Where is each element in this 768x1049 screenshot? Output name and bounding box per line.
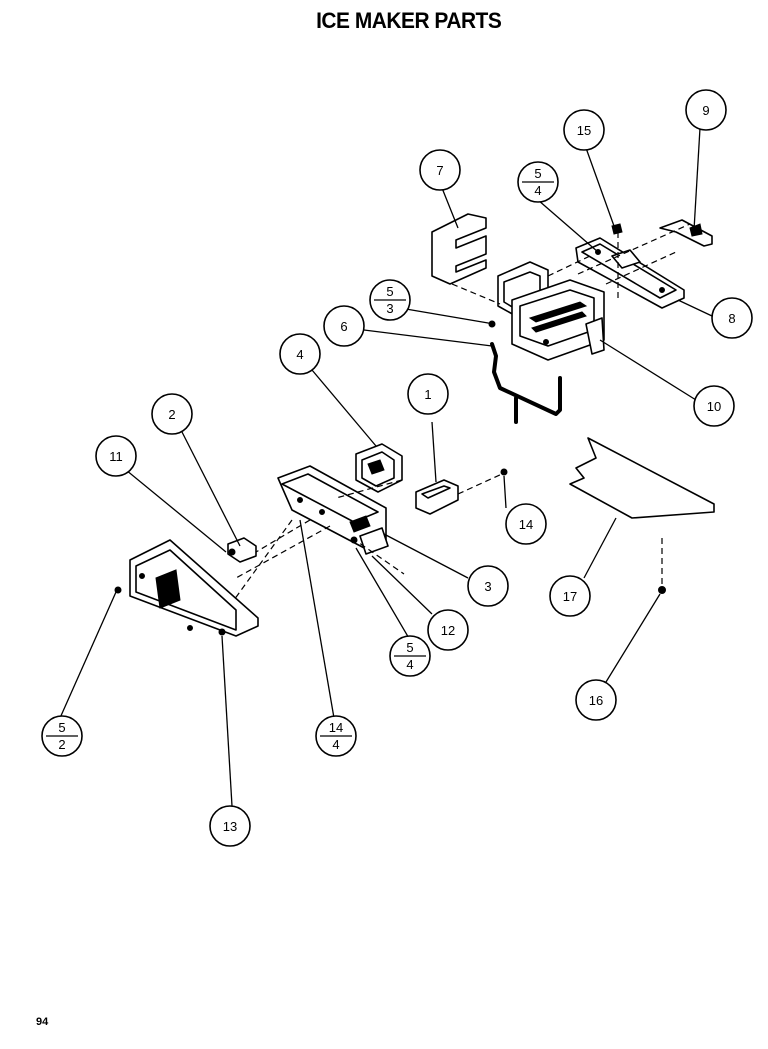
callout-5-over-4-top: 5 4 [517,161,559,203]
callout-label: 14 [519,517,533,532]
callout-5-over-3: 5 3 [369,279,411,321]
callout-3: 3 [467,565,509,607]
callout-13: 13 [209,805,251,847]
fraction-bottom: 3 [386,301,393,316]
fraction-top: 5 [386,284,393,299]
callout-5-over-4-middle: 5 4 [389,635,431,677]
callout-17: 17 [549,575,591,617]
callout-12: 12 [427,609,469,651]
fraction-top: 14 [329,720,343,735]
callout-label: 9 [702,103,709,118]
callout-9: 9 [685,89,727,131]
callout-2: 2 [151,393,193,435]
callout-label: 12 [441,623,455,638]
callout-label: 7 [436,163,443,178]
callout-14-over-4: 14 4 [315,715,357,757]
callout-label: 2 [168,407,175,422]
callout-16: 16 [575,679,617,721]
part-13-housing [129,539,259,637]
part-9-bracket [659,219,713,247]
callout-label: 6 [340,319,347,334]
assembly-lines [233,223,691,601]
part-7-cover [431,213,487,285]
callout-label: 11 [109,449,123,464]
callout-6: 6 [323,305,365,347]
fraction-bottom: 4 [332,737,339,752]
callout-label: 17 [563,589,577,604]
callout-label: 4 [296,347,303,362]
part-2-clip [227,537,257,563]
callout-5-over-2: 5 2 [41,715,83,757]
part-1-cover [415,479,459,515]
part-8-frame [575,237,685,309]
fraction-top: 5 [406,640,413,655]
callout-label: 3 [484,579,491,594]
fraction-top: 5 [534,166,541,181]
part-3-control-bracket [277,465,389,555]
callout-15: 15 [563,109,605,151]
callout-label: 16 [589,693,603,708]
fraction-bottom: 2 [58,737,65,752]
part-10-ice-mold [497,261,605,361]
callout-label: 13 [223,819,237,834]
fraction-bottom: 4 [406,657,413,672]
callout-10: 10 [693,385,735,427]
callout-11: 11 [95,435,137,477]
callout-label: 8 [728,311,735,326]
callout-7: 7 [419,149,461,191]
page-title: ICE MAKER PARTS [316,8,502,33]
callout-8: 8 [711,297,753,339]
callout-14: 14 [505,503,547,545]
fraction-top: 5 [58,720,65,735]
callout-label: 15 [577,123,591,138]
callout-label: 1 [424,387,431,402]
part-17-shield [569,437,715,519]
part-15-screw [611,223,623,235]
leader-lines [59,127,713,807]
page-number: 94 [36,1016,49,1028]
callout-4: 4 [279,333,321,375]
part-4-switch [355,443,403,493]
callout-label: 10 [707,399,721,414]
fraction-bottom: 4 [534,183,541,198]
part-6-wire-harness [490,342,562,424]
callout-1: 1 [407,373,449,415]
